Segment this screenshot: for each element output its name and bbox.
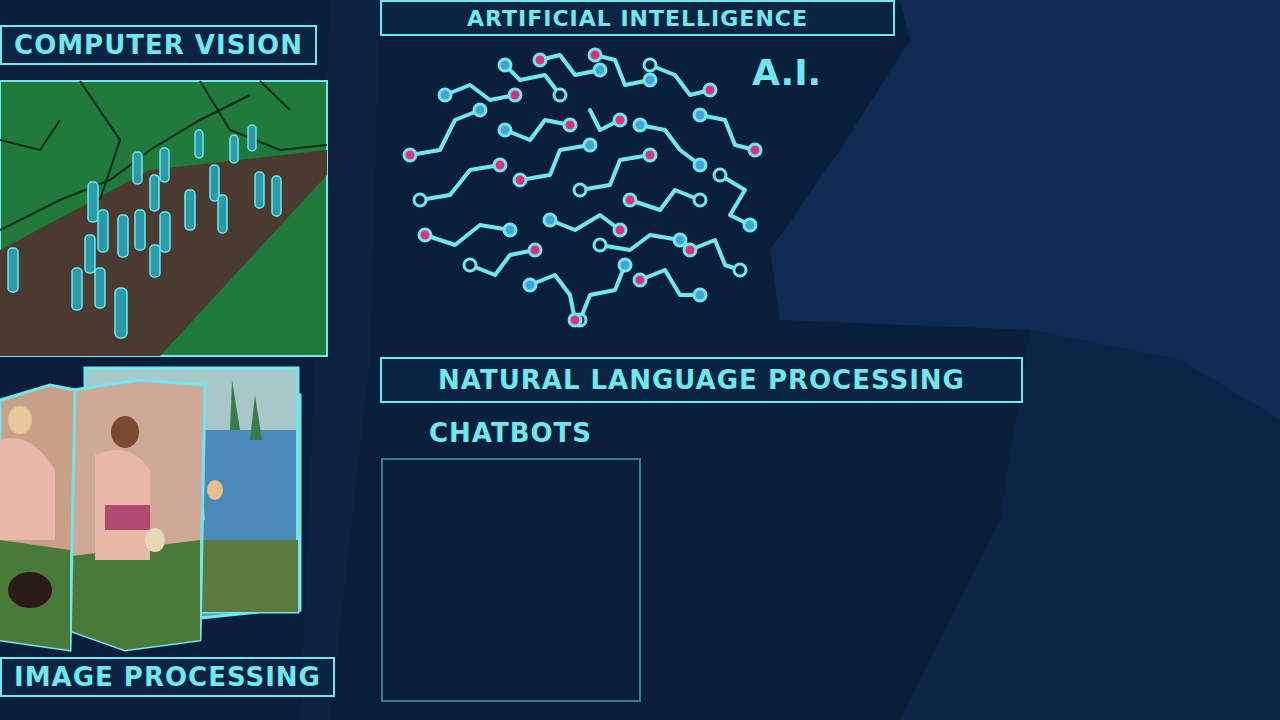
box-label: ARTIFICIAL INTELLIGENCE [467, 6, 808, 31]
topic-box: COMPUTER VISION [0, 25, 317, 65]
topic-box: IMAGE PROCESSING [0, 657, 335, 697]
image-processing-frames [0, 368, 300, 650]
circuit-brain [410, 55, 755, 320]
box-label: COMPUTER VISION [14, 30, 303, 60]
heading-box: ARTIFICIAL INTELLIGENCE [380, 0, 895, 36]
box-label: IMAGE PROCESSING [14, 662, 321, 692]
circuit-nodes [404, 49, 761, 326]
empty-frame [381, 458, 641, 702]
ai-label: A.I. [752, 52, 821, 93]
computer-vision-image [0, 81, 327, 356]
topic-box: NATURAL LANGUAGE PROCESSING [380, 357, 1023, 403]
example-panel: CHATBOTS [381, 418, 641, 702]
box-label: NATURAL LANGUAGE PROCESSING [438, 365, 965, 395]
panel-heading: CHATBOTS [429, 418, 592, 448]
